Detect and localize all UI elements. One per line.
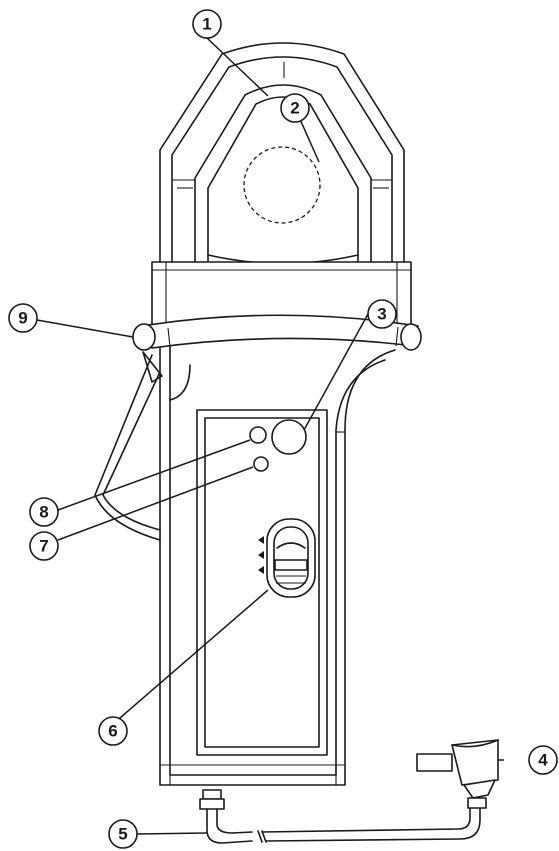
jaw-collar: [151, 261, 412, 331]
callout-leaders: [36, 37, 504, 835]
indicator-upper: [249, 426, 267, 444]
callout-label: 3: [377, 305, 386, 324]
callout-1: 1: [192, 9, 222, 39]
callout-label: 5: [118, 825, 127, 844]
callout-2: 2: [280, 93, 310, 123]
callout-6: 6: [98, 716, 128, 746]
callout-3: 3: [367, 299, 397, 329]
range-marker-1: [258, 536, 264, 544]
callout-label: 6: [108, 722, 117, 741]
callout-label: 9: [18, 309, 27, 328]
callout-label: 4: [538, 751, 548, 770]
wrist-strap: [94, 351, 163, 541]
front-panel: [196, 409, 328, 756]
range-switch[interactable]: [258, 518, 316, 598]
hand-guard: [132, 314, 422, 351]
output-cable: [199, 789, 481, 844]
callout-8: 8: [29, 497, 59, 527]
callout-9: 9: [8, 303, 38, 333]
meter-body: [159, 329, 396, 786]
callout-label: 8: [39, 503, 48, 522]
range-marker-3: [258, 566, 264, 574]
power-button[interactable]: [271, 419, 307, 455]
output-plug: [416, 739, 499, 809]
jaw-opening-circle: [243, 146, 321, 224]
callout-7: 7: [29, 531, 59, 561]
callout-label: 1: [202, 15, 211, 34]
indicator-lower: [253, 456, 269, 472]
range-marker-2: [258, 551, 264, 559]
clamp-jaws: [159, 42, 405, 265]
callout-label: 7: [39, 537, 48, 556]
callout-4: 4: [528, 745, 558, 775]
callout-label: 2: [290, 99, 299, 118]
callout-5: 5: [108, 819, 138, 849]
